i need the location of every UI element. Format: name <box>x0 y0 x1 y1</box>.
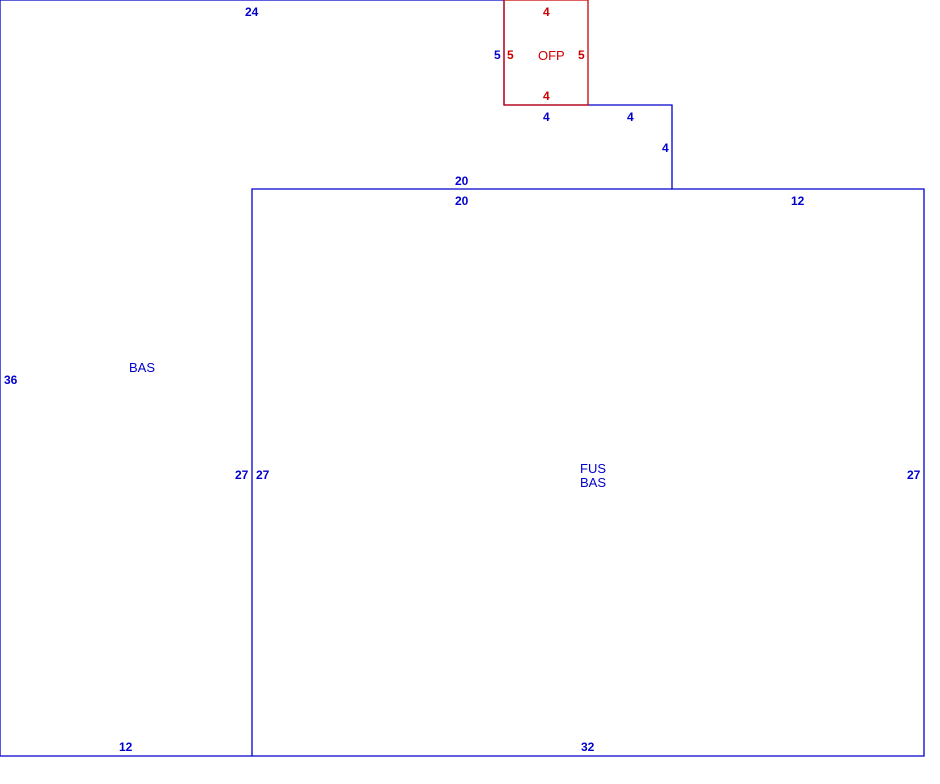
dim-step-4-right: 4 <box>627 110 634 124</box>
area-label-bas-right: BAS <box>580 475 606 490</box>
dim-ofp-right-5: 5 <box>578 48 585 62</box>
dim-bottom-32: 32 <box>581 740 595 754</box>
dim-left-36: 36 <box>4 373 18 387</box>
dim-inner-27-left: 27 <box>235 468 249 482</box>
area-label-ofp: OFP <box>538 48 565 63</box>
area-label-fus: FUS <box>580 461 606 476</box>
dim-mid-20-above: 20 <box>455 174 469 188</box>
dim-ofp-left-5: 5 <box>507 48 514 62</box>
area-label-bas-left: BAS <box>129 360 155 375</box>
dim-inner-27-right: 27 <box>256 468 270 482</box>
dim-ofp-bottom-4: 4 <box>543 89 550 103</box>
dim-step-4-vertical: 4 <box>662 141 669 155</box>
dim-mid-20-below: 20 <box>455 194 469 208</box>
dim-step-4-left: 4 <box>543 110 550 124</box>
bas-outline <box>0 0 925 757</box>
dim-right-27: 27 <box>907 468 921 482</box>
interior-division-line <box>251 188 672 756</box>
dim-top-24: 24 <box>245 5 259 19</box>
dim-bottom-12: 12 <box>119 740 133 754</box>
ofp-outline <box>504 0 589 106</box>
dim-ofp-left-outer-5: 5 <box>494 48 501 62</box>
dim-ofp-top-4: 4 <box>543 5 550 19</box>
dim-top-right-12: 12 <box>791 194 805 208</box>
